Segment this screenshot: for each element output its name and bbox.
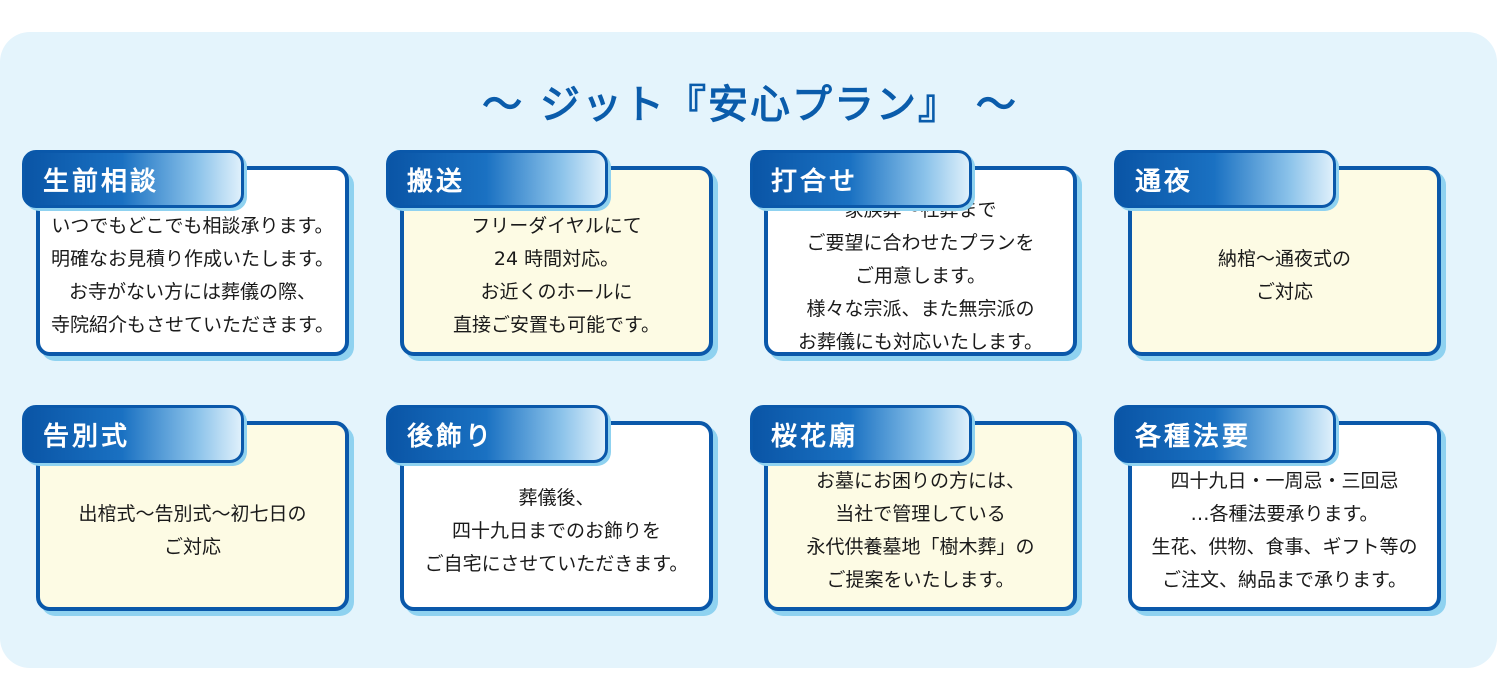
card-text: お墓にお困りの方には、 当社で管理している 永代供養墓地「樹木葬」の ご提案をい… xyxy=(806,470,1035,591)
card-text: いつでもどこでも相談承ります。 明確なお見積り作成いたします。 お寺がない方には… xyxy=(50,215,335,336)
card-tag: 各種法要 xyxy=(1114,405,1336,463)
card-label: 通夜 xyxy=(1135,166,1194,197)
card-text: 出棺式～告別式～初七日の ご対応 xyxy=(78,503,307,558)
card-tag: 通夜 xyxy=(1114,150,1336,208)
card-hansou: フリーダイヤルにて 24 時間対応。 お近くのホールに 直接ご安置も可能です。 … xyxy=(386,150,716,360)
card-label: 搬送 xyxy=(407,166,466,197)
card-tag: 告別式 xyxy=(22,405,244,463)
card-label: 打合せ xyxy=(771,166,859,197)
card-tag: 搬送 xyxy=(386,150,608,208)
card-body: フリーダイヤルにて 24 時間対応。 お近くのホールに 直接ご安置も可能です。 xyxy=(400,166,713,356)
card-tag: 桜花廟 xyxy=(750,405,972,463)
card-label: 告別式 xyxy=(43,421,131,452)
card-label: 後飾り xyxy=(407,421,495,452)
card-atokazari: 葬儀後、 四十九日までのお飾りを ご自宅にさせていただきます。 後飾り xyxy=(386,405,716,615)
card-tag: 生前相談 xyxy=(22,150,244,208)
card-text: フリーダイヤルにて 24 時間対応。 お近くのホールに 直接ご安置も可能です。 xyxy=(452,215,661,336)
card-tag: 後飾り xyxy=(386,405,608,463)
card-seizen-soudan: いつでもどこでも相談承ります。 明確なお見積り作成いたします。 お寺がない方には… xyxy=(22,150,352,360)
card-tag: 打合せ xyxy=(750,150,972,208)
card-tsuya: 納棺～通夜式の ご対応 通夜 xyxy=(1114,150,1444,360)
page-title: ～ ジット『安心プラン』 ～ xyxy=(482,82,1018,128)
card-text: 納棺～通夜式の ご対応 xyxy=(1217,248,1351,303)
card-label: 各種法要 xyxy=(1135,421,1252,452)
card-uchiawase: 家族葬～社葬まで ご要望に合わせたプランを ご用意します。 様々な宗派、また無宗… xyxy=(750,150,1080,360)
card-text: 葬儀後、 四十九日までのお飾りを ご自宅にさせていただきます。 xyxy=(424,486,689,575)
card-kokubetsushiki: 出棺式～告別式～初七日の ご対応 告別式 xyxy=(22,405,352,615)
card-label: 生前相談 xyxy=(43,166,160,197)
card-text: 家族葬～社葬まで ご要望に合わせたプランを ご用意します。 様々な宗派、また無宗… xyxy=(797,198,1044,353)
card-oukabyou: お墓にお困りの方には、 当社で管理している 永代供養墓地「樹木葬」の ご提案をい… xyxy=(750,405,1080,615)
card-label: 桜花廟 xyxy=(771,421,859,452)
card-text: 四十九日・一周忌・三回忌 …各種法要承ります。 生花、供物、食事、ギフト等の ご… xyxy=(1151,470,1418,591)
card-kakushu-houyou: 四十九日・一周忌・三回忌 …各種法要承ります。 生花、供物、食事、ギフト等の ご… xyxy=(1114,405,1444,615)
